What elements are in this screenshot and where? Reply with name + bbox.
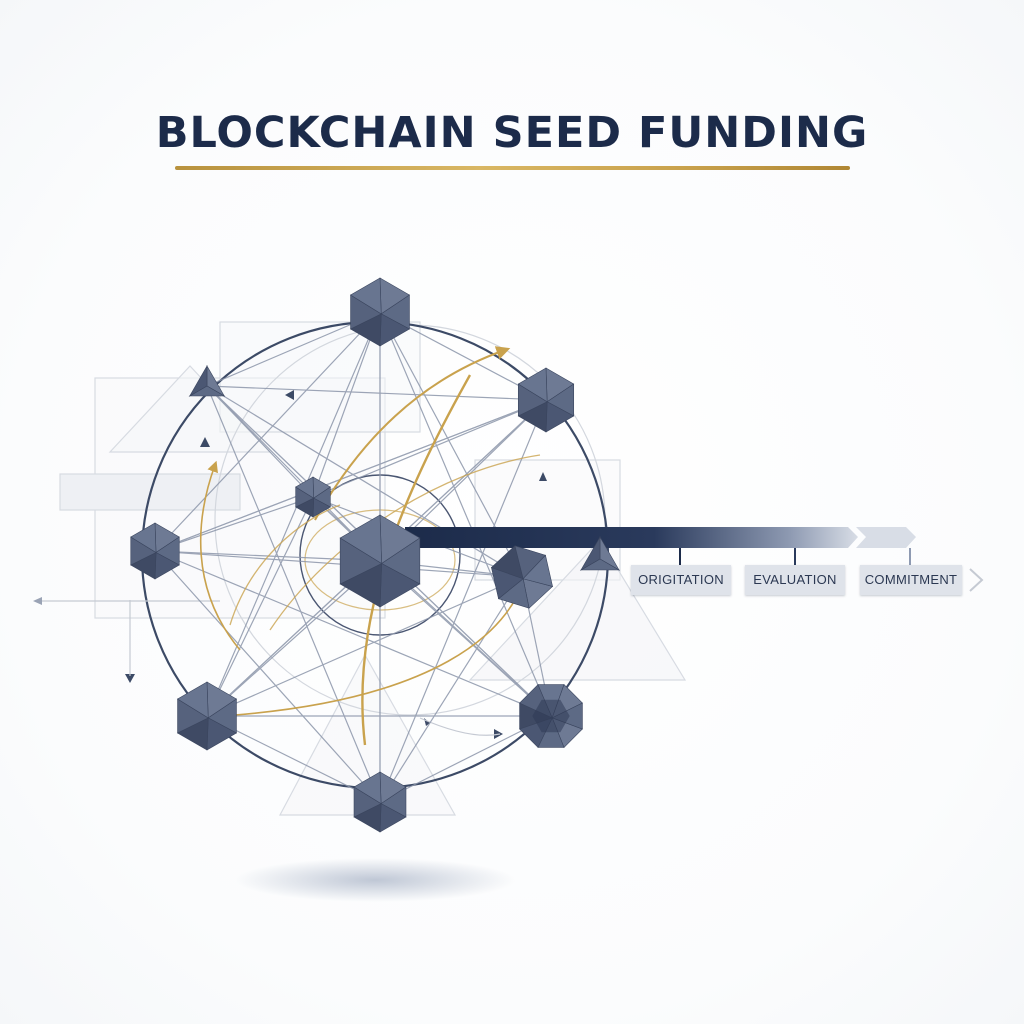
connection-line: [154, 550, 523, 578]
connection-line: [206, 385, 381, 803]
connection-line: [154, 399, 547, 552]
connection-line: [206, 385, 547, 401]
node-lr: [519, 684, 583, 748]
connection-line: [379, 311, 552, 717]
title-underline: [175, 166, 850, 170]
node-facet: [176, 681, 209, 719]
connection-line: [154, 311, 381, 552]
connection-line: [154, 496, 314, 552]
stage-origination: ORIGITATION: [631, 565, 731, 595]
funding-timeline-bar: [405, 527, 984, 592]
node-ll: [176, 681, 238, 751]
node-facet: [522, 554, 553, 587]
node-center: [339, 514, 421, 608]
stage-commitment: COMMITMENT: [860, 565, 962, 595]
node-top: [349, 277, 411, 347]
direction-markers: [125, 390, 547, 739]
network-nodes: [130, 277, 621, 833]
ground-shadow: [235, 858, 515, 902]
stage-evaluation: EVALUATION: [745, 565, 845, 595]
connection-line: [206, 496, 314, 717]
connection-line: [379, 399, 547, 803]
node-small: [295, 476, 331, 518]
connection-line: [379, 576, 523, 803]
node-facet: [349, 277, 382, 315]
connection-line: [206, 311, 381, 717]
node-facet: [295, 476, 315, 499]
page-title: BLOCKCHAIN SEED FUNDING: [155, 108, 869, 158]
connection-line: [312, 399, 547, 498]
node-facet: [188, 364, 208, 397]
node-facet: [339, 514, 382, 565]
node-pyr: [579, 535, 621, 571]
node-facet: [580, 535, 601, 571]
node-ul: [188, 364, 226, 397]
connection-line: [206, 576, 523, 717]
node-core: [532, 699, 570, 733]
node-right: [490, 545, 554, 609]
node-bottom: [353, 771, 407, 833]
node-facet: [353, 771, 382, 805]
node-facet: [517, 367, 548, 403]
connection-line: [312, 311, 381, 498]
network-connections: [154, 311, 552, 803]
node-facet: [130, 522, 157, 554]
node-ur: [517, 367, 575, 433]
connection-line: [154, 550, 381, 803]
connection-line: [154, 550, 552, 717]
node-left: [130, 522, 180, 580]
